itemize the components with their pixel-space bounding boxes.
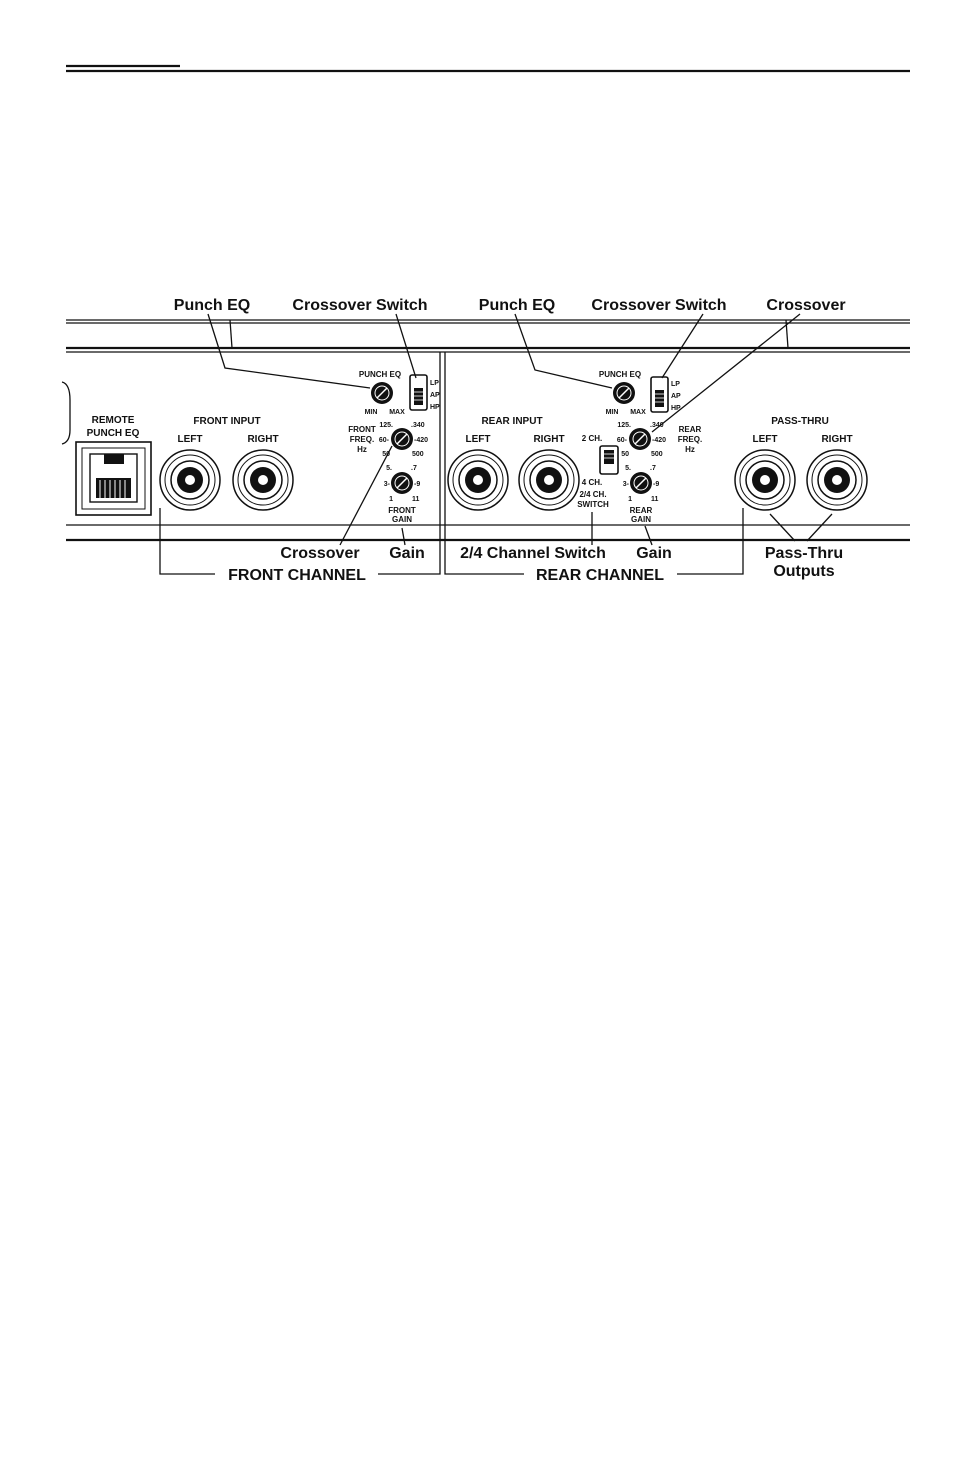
rear-left-rca-jack-icon (447, 449, 509, 511)
label-front-gain-line1: FRONT (388, 506, 416, 515)
label-front-freq-125: 125. (379, 422, 393, 429)
front-gain-knob-icon (391, 472, 413, 494)
label-rear-freq-420: -420 (652, 437, 666, 444)
remote-port-icon (75, 441, 152, 516)
label-pass-thru: PASS-THRU (771, 416, 829, 427)
label-front-ap: AP (430, 392, 440, 399)
callout-gain-front: Gain (389, 545, 425, 562)
label-front-min: MIN (365, 409, 378, 416)
label-front-right: RIGHT (247, 434, 278, 445)
front-right-rca-jack-icon (232, 449, 294, 511)
callout-channel-switch: 2/4 Channel Switch (460, 545, 606, 562)
label-rear-gain-line1: REAR (630, 506, 653, 515)
label-front-freq-line3: Hz (357, 445, 367, 454)
label-rear-freq-line2: FREQ. (678, 435, 702, 444)
label-front-lp: LP (430, 380, 439, 387)
callout-crossover-rear: Crossover (766, 297, 845, 314)
front-left-rca-jack-icon (159, 449, 221, 511)
label-rear-gain-1: 1 (628, 496, 632, 503)
label-rear-freq-125: 125. (617, 422, 631, 429)
callout-punch-eq-rear: Punch EQ (479, 297, 555, 314)
label-rear-gain-line2: GAIN (631, 515, 651, 524)
label-rear-punch-eq: PUNCH EQ (599, 370, 641, 379)
label-front-freq-420: -420 (414, 437, 428, 444)
label-rear-freq-line1: REAR (679, 425, 702, 434)
front-freq-knob-icon (391, 428, 413, 450)
callout-crossover-switch-rear: Crossover Switch (591, 297, 726, 314)
label-front-punch-eq: PUNCH EQ (359, 370, 401, 379)
label-rear-freq-50: 50 (621, 451, 629, 458)
rear-channel-bracket (444, 508, 744, 575)
label-rear-max: MAX (630, 409, 646, 416)
label-front-freq-line2: FREQ. (350, 435, 374, 444)
callout-punch-eq-front: Punch EQ (174, 297, 250, 314)
front-punch-eq-knob-icon (371, 382, 393, 404)
chassis-outline (61, 319, 910, 542)
front-crossover-switch (409, 374, 428, 411)
section-front-channel: FRONT CHANNEL (228, 567, 366, 584)
label-rear-input: REAR INPUT (481, 416, 542, 427)
label-rear-freq-line3: Hz (685, 445, 695, 454)
front-channel-bracket (159, 508, 441, 575)
label-front-freq-340: .340 (411, 422, 425, 429)
label-rear-ap: AP (671, 393, 681, 400)
label-front-gain-7: .7 (411, 465, 417, 472)
label-rear-freq-500: 500 (651, 451, 663, 458)
label-rear-freq-340: .340 (650, 422, 664, 429)
label-switch-line1: 2/4 CH. (579, 490, 606, 499)
label-pass-left: LEFT (753, 434, 778, 445)
label-front-max: MAX (389, 409, 405, 416)
label-rear-right: RIGHT (533, 434, 564, 445)
label-rear-hp: HP (671, 405, 681, 412)
rear-right-rca-jack-icon (518, 449, 580, 511)
callout-gain-rear: Gain (636, 545, 672, 562)
rear-gain-knob-icon (630, 472, 652, 494)
label-front-gain-9: -9 (414, 481, 420, 488)
label-remote-line2: PUNCH EQ (87, 428, 140, 439)
label-front-input: FRONT INPUT (193, 416, 260, 427)
label-front-hp: HP (430, 404, 440, 411)
label-front-gain-11: 11 (412, 496, 420, 503)
section-rear-channel: REAR CHANNEL (536, 567, 664, 584)
callout-pass-thru-line1: Pass-Thru (765, 545, 843, 562)
label-front-gain-3: 3- (384, 481, 391, 488)
label-rear-gain-11: 11 (651, 496, 659, 503)
label-rear-gain-3: 3- (623, 481, 630, 488)
rear-punch-eq-knob-icon (613, 382, 635, 404)
label-rear-gain-9: -9 (653, 481, 659, 488)
label-front-freq-line1: FRONT (348, 425, 376, 434)
label-front-freq-50: 50 (382, 451, 390, 458)
label-rear-gain-5: 5. (625, 465, 631, 472)
pass-right-rca-jack-icon (806, 449, 868, 511)
label-rear-lp: LP (671, 381, 680, 388)
label-rear-min: MIN (606, 409, 619, 416)
label-front-freq-500: 500 (412, 451, 424, 458)
label-rear-freq-60: 60- (617, 437, 628, 444)
label-front-gain-1: 1 (389, 496, 393, 503)
label-4ch: 4 CH. (582, 478, 602, 487)
label-switch-line2: SWITCH (577, 500, 609, 509)
label-pass-right: RIGHT (821, 434, 852, 445)
label-front-gain-5: 5. (386, 465, 392, 472)
label-front-left: LEFT (178, 434, 203, 445)
pass-left-rca-jack-icon (734, 449, 796, 511)
callout-crossover-switch-front: Crossover Switch (292, 297, 427, 314)
rear-crossover-switch (650, 376, 669, 413)
label-2ch: 2 CH. (582, 434, 602, 443)
label-remote-line1: REMOTE (92, 415, 135, 426)
label-front-gain-line2: GAIN (392, 515, 412, 524)
label-front-freq-60: 60- (379, 437, 390, 444)
label-rear-gain-7: .7 (650, 465, 656, 472)
callout-pass-thru-line2: Outputs (773, 563, 834, 580)
rear-freq-knob-icon (629, 428, 651, 450)
callout-crossover-front: Crossover (280, 545, 359, 562)
label-rear-left: LEFT (466, 434, 491, 445)
leader-lines (207, 313, 833, 546)
channel-switch (599, 445, 619, 475)
